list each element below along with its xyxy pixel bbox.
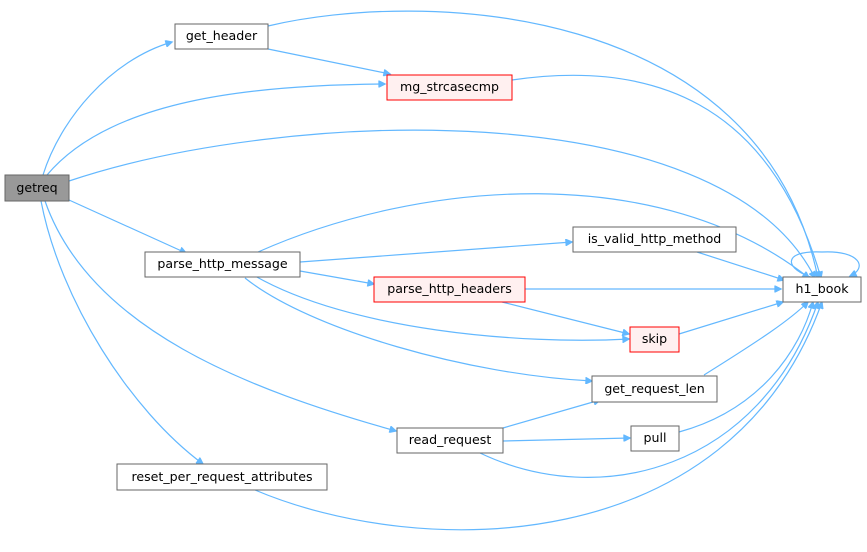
node-read_request[interactable]: read_request — [396, 427, 504, 454]
node-label-is_valid_http_method: is_valid_http_method — [588, 231, 722, 246]
edge-parse_http_message-skip — [254, 275, 629, 340]
edge-getreq-mg_strcasecmp — [46, 84, 385, 176]
node-label-get_request_len: get_request_len — [604, 381, 704, 396]
edge-get_header-h1_book — [267, 10, 818, 278]
edge-parse_http_message-is_valid_http_method — [299, 242, 572, 263]
node-label-pull: pull — [644, 430, 667, 445]
node-get_header[interactable]: get_header — [174, 23, 269, 50]
edge-parse_http_message-h1_book — [257, 193, 809, 278]
edge-parse_http_message-parse_http_headers — [299, 270, 374, 284]
node-label-mg_strcasecmp: mg_strcasecmp — [400, 79, 499, 94]
edge-read_request-get_request_len — [502, 400, 600, 429]
edge-getreq-h1_book — [68, 129, 815, 278]
edge-getreq-get_header — [42, 42, 172, 176]
node-label-getreq: getreq — [16, 180, 57, 195]
node-is_valid_http_method[interactable]: is_valid_http_method — [572, 226, 737, 253]
node-label-reset_per_request_attributes: reset_per_request_attributes — [131, 469, 312, 484]
node-get_request_len[interactable]: get_request_len — [591, 375, 718, 403]
node-getreq[interactable]: getreq — [4, 174, 70, 202]
edge-parse_http_headers-skip — [501, 301, 629, 334]
node-mg_strcasecmp[interactable]: mg_strcasecmp — [386, 74, 513, 101]
node-label-h1_book: h1_book — [796, 281, 850, 296]
edge-reset_per_request_attributes-h1_book — [254, 302, 822, 531]
node-reset_per_request_attributes[interactable]: reset_per_request_attributes — [116, 463, 328, 491]
edge-is_valid_http_method-h1_book — [696, 251, 784, 280]
edge-pull-h1_book — [678, 302, 813, 433]
edge-h1_book-h1_book — [790, 251, 860, 279]
node-parse_http_headers[interactable]: parse_http_headers — [373, 276, 526, 303]
node-skip[interactable]: skip — [629, 326, 680, 353]
node-h1_book[interactable]: h1_book — [782, 276, 862, 303]
edge-parse_http_message-get_request_len — [244, 277, 592, 381]
edge-mg_strcasecmp-h1_book — [511, 74, 821, 278]
edge-get_header-mg_strcasecmp — [267, 48, 390, 74]
edge-skip-h1_book — [678, 302, 783, 335]
edge-read_request-h1_book — [479, 302, 818, 478]
edge-get_request_len-h1_book — [703, 302, 808, 376]
node-label-parse_http_headers: parse_http_headers — [387, 281, 512, 296]
node-label-get_header: get_header — [186, 28, 258, 43]
node-parse_http_message[interactable]: parse_http_message — [144, 251, 301, 278]
nodes: getreq get_header mg_strcasecmp parse_ht… — [4, 23, 862, 491]
edge-getreq-reset_per_request_attributes — [40, 200, 203, 464]
edges — [40, 10, 860, 531]
edge-getreq-parse_http_message — [68, 199, 186, 253]
edge-getreq-read_request — [44, 200, 396, 431]
edge-read_request-pull — [502, 438, 630, 441]
node-label-read_request: read_request — [409, 432, 492, 447]
node-pull[interactable]: pull — [630, 425, 680, 452]
node-label-skip: skip — [642, 331, 667, 346]
node-label-parse_http_message: parse_http_message — [157, 256, 287, 271]
